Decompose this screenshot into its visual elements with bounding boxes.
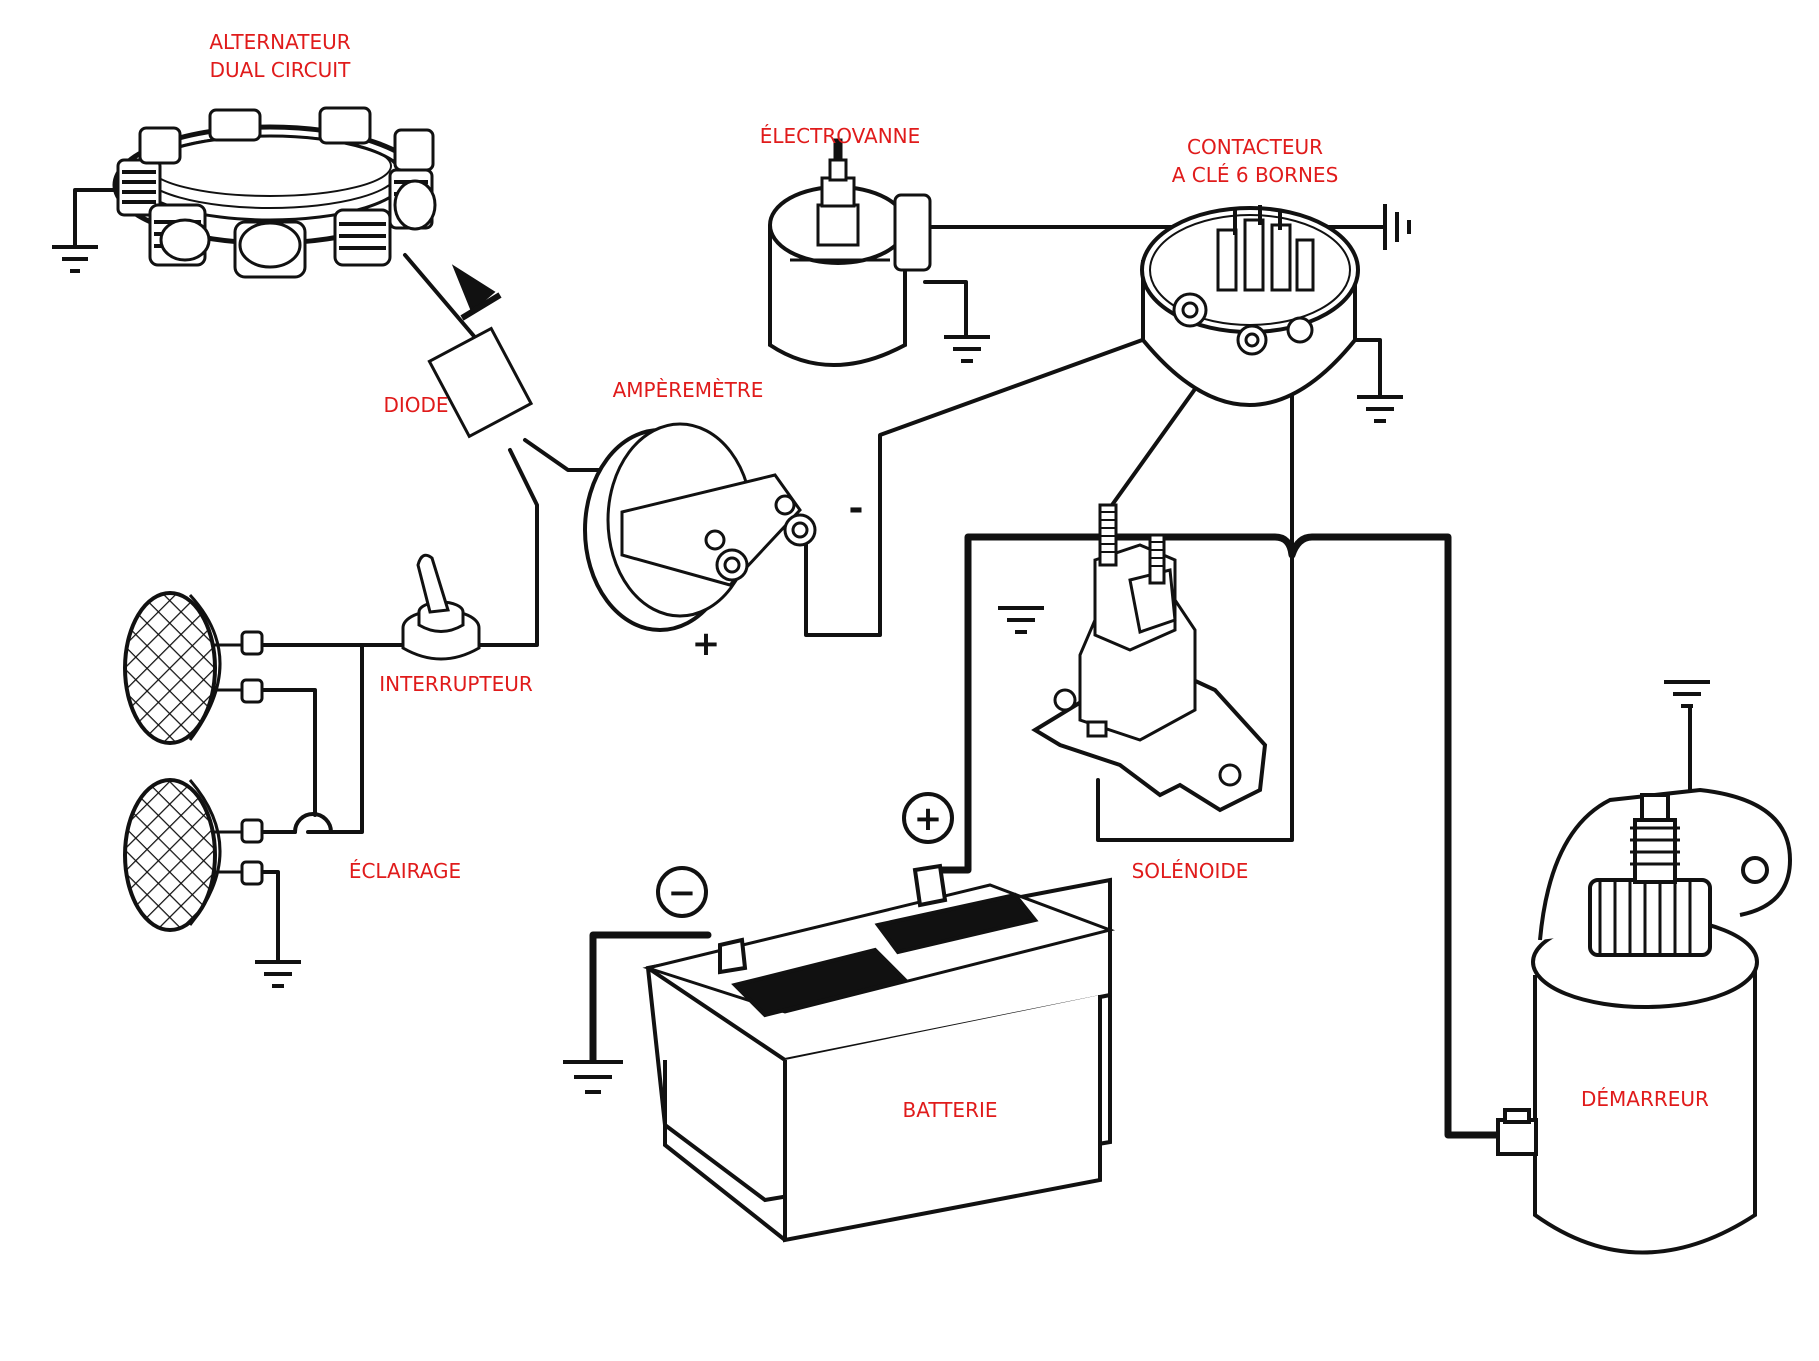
switch-label: INTERRUPTEUR [379, 672, 533, 696]
wire-switch-down [306, 643, 364, 834]
key-switch [1140, 205, 1360, 407]
ground-symbols [52, 204, 1710, 1094]
solenoid-valve-label: ÉLECTROVANNE [759, 124, 921, 148]
heavy-wires [589, 533, 1502, 1139]
wire-ammeter-keyswitch [804, 328, 1172, 637]
ground-solenoid [998, 606, 1044, 634]
wire-battery-solenoid [921, 533, 1502, 1139]
wire-keyswitch-ground-right [1348, 338, 1382, 397]
toggle-switch [401, 553, 481, 661]
battery-plus-sign: + [914, 799, 943, 839]
wire-diode-switch [468, 448, 539, 647]
solenoid-valve [768, 138, 932, 367]
wire-valve-ground [923, 280, 968, 337]
battery-minus-circle [656, 866, 708, 918]
ground-lamps [255, 960, 301, 988]
key-switch-label-line1: CONTACTEUR [1186, 135, 1323, 159]
battery-label: BATTERIE [902, 1098, 998, 1122]
lighting-label: ÉCLAIRAGE [348, 859, 462, 883]
ground-alternator [52, 245, 98, 273]
ground-starter [1664, 680, 1710, 790]
alternator-label-line2: DUAL CIRCUIT [209, 58, 351, 82]
solenoid [1031, 503, 1268, 813]
ammeter-label: AMPÈREMÈTRE [612, 378, 764, 402]
lamps [123, 591, 264, 932]
ground-valve [944, 335, 990, 363]
wire-keyswitch-start [1096, 313, 1294, 842]
alternator-label-line1: ALTERNATEUR [209, 30, 351, 54]
battery-plus-circle [902, 792, 954, 844]
wire-lamp2-bottom [260, 870, 280, 962]
ammeter [583, 422, 817, 632]
diode [427, 264, 534, 439]
starter-motor [1496, 787, 1793, 1255]
battery [642, 863, 1116, 1243]
wire-lamp-bridge [293, 812, 333, 834]
solenoid-label: SOLÉNOIDE [1131, 859, 1249, 883]
ammeter-minus-sign: - [849, 488, 864, 529]
alternator [112, 106, 437, 279]
lamp-2 [123, 778, 264, 932]
lamp-1 [123, 591, 264, 745]
battery-minus-sign: − [668, 873, 697, 913]
wire-lamp1-bottom [260, 688, 317, 817]
ground-keyswitch-top [1383, 204, 1411, 250]
starter-label: DÉMARREUR [1581, 1087, 1709, 1111]
battery-terminal-circles [656, 792, 954, 918]
key-switch-label: CONTACTEUR A CLÉ 6 BORNES [1150, 133, 1360, 189]
diode-label: DIODE [383, 393, 449, 417]
ground-battery [563, 1060, 623, 1094]
ammeter-plus-sign: + [692, 624, 721, 664]
alternator-label: ALTERNATEUR DUAL CIRCUIT [190, 28, 370, 84]
ground-keyswitch-right [1357, 395, 1403, 423]
key-switch-label-line2: A CLÉ 6 BORNES [1171, 163, 1339, 187]
wire-battery-ground [589, 931, 712, 1064]
